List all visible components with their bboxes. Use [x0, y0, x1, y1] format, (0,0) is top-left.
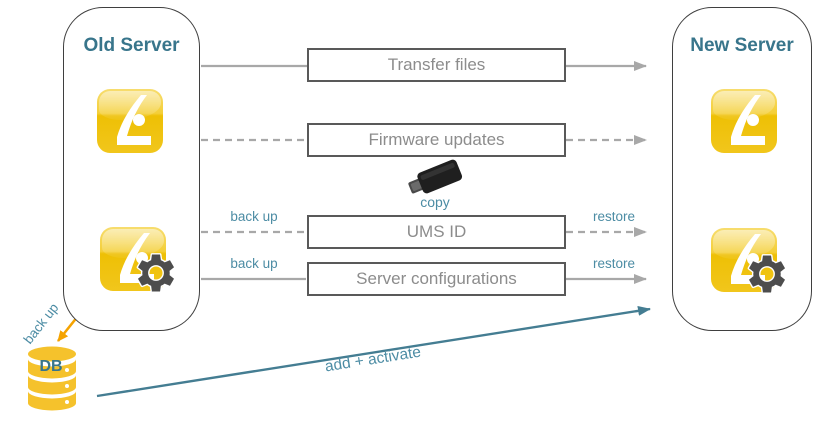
db-label: DB: [39, 358, 63, 375]
database-icon: [26, 345, 78, 415]
server-config-label: Server configurations: [356, 269, 517, 288]
igel-logo-icon: [117, 95, 151, 145]
old-ums-config-icon: [100, 227, 176, 293]
usb-copy-label: copy: [420, 194, 450, 210]
firmware-updates-box: Firmware updates: [307, 123, 566, 157]
old-ums-app-icon: [97, 89, 163, 153]
transfer-files-box: Transfer files: [307, 48, 566, 82]
new-ums-config-icon: [711, 228, 787, 294]
gear-icon: [136, 253, 176, 293]
ums-id-label: UMS ID: [406, 222, 467, 241]
new-ums-app-icon: [711, 89, 777, 153]
ums-id-restore-label: restore: [592, 209, 636, 224]
ums-id-backup-label: back up: [230, 209, 278, 224]
server-config-backup-label: back up: [230, 256, 278, 271]
new-server-title: New Server: [690, 35, 794, 56]
add-activate-label: add + activate: [323, 343, 423, 376]
server-config-restore-label: restore: [592, 256, 636, 271]
transfer-files-label: Transfer files: [387, 55, 486, 74]
server-config-box: Server configurations: [307, 262, 566, 296]
usb-stick-icon: [398, 156, 472, 200]
gear-icon: [747, 254, 787, 294]
old-server-title: Old Server: [83, 35, 180, 56]
ums-id-box: UMS ID: [307, 215, 566, 249]
firmware-updates-label: Firmware updates: [368, 130, 505, 149]
igel-logo-icon: [731, 95, 765, 145]
